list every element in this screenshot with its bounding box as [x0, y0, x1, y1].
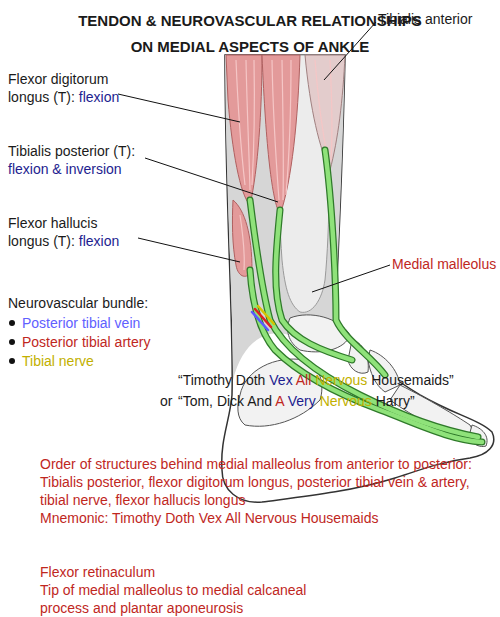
label-text: “Timothy Doth: [178, 372, 265, 388]
label-text: Nervous: [320, 393, 372, 409]
striation-line: [252, 60, 254, 185]
tendons: [250, 150, 482, 442]
fdl-tendon: [250, 200, 478, 437]
label-group: Flexor hallucis longus (T): flexion: [8, 214, 138, 250]
nerve-line: [258, 306, 274, 324]
label-text: Medial malleolus: [392, 256, 496, 272]
label-group: Flexor digitorum longus (T): flexion: [8, 70, 138, 106]
bullet-dot: [9, 339, 15, 345]
label-text: flexion & inversion: [8, 160, 188, 178]
tp-muscle: [262, 55, 300, 215]
muscle-striations: [236, 60, 332, 270]
label-text: Flexor retinaculum: [40, 563, 340, 581]
fdl-muscle: [226, 55, 262, 205]
label-group: Flexor retinaculumTip of medial malleolu…: [40, 563, 340, 617]
label-text: All: [296, 372, 312, 388]
striation-line: [272, 60, 279, 200]
ta-tendon: [325, 150, 385, 375]
label-text: A: [275, 393, 284, 409]
label-group: Neurovascular bundle:: [8, 294, 148, 312]
label-group: Tibial nerve: [22, 352, 94, 370]
calcaneus-bone: [238, 359, 322, 426]
leader-line: [118, 94, 240, 122]
label-text: Housemaids”: [371, 372, 453, 388]
striation-line: [240, 215, 244, 270]
label-group: Order of structures behind medial malleo…: [40, 455, 480, 527]
label-text: Order of structures behind medial malleo…: [40, 455, 480, 473]
fhl-tendon: [250, 270, 482, 442]
tendon-outlines: [250, 150, 482, 442]
neurovascular-bundle: [252, 306, 274, 330]
label-group: “Timothy Doth Vex All Nervous Housemaids…: [178, 371, 454, 389]
label-text: flexion: [79, 233, 119, 249]
label-text: Tibial nerve: [22, 353, 94, 369]
striation-line: [286, 60, 291, 195]
label-text: Tip of medial malleolus to medial calcan…: [40, 581, 340, 617]
ta-tendon-edge: [325, 150, 385, 375]
bullet-dot: [9, 358, 15, 364]
label-text: Tibialis posterior, flexor digitorum lon…: [40, 473, 480, 509]
striation-line: [236, 60, 245, 185]
striation-line: [315, 60, 328, 160]
bullet-dot: [9, 320, 15, 326]
tp-tendon-edge: [276, 210, 352, 360]
label-text: Vex: [269, 372, 292, 388]
bullets: [9, 320, 15, 364]
striation-line: [282, 60, 283, 200]
label-text: flexion: [79, 89, 119, 105]
label-group: Medial malleolus: [392, 255, 496, 273]
tp-tendon: [276, 210, 352, 360]
label-text: or: [160, 393, 172, 409]
label-text: Neurovascular bundle:: [8, 295, 148, 311]
label-text: Posterior tibial artery: [22, 334, 150, 350]
label-group: Tibialis anterior: [378, 10, 472, 28]
leader-line: [145, 158, 278, 202]
leader-lines: [118, 22, 390, 292]
leader-line: [312, 265, 390, 292]
label-group: Tibialis posterior (T):flexion & inversi…: [8, 142, 188, 178]
label-text: Posterior tibial vein: [22, 315, 140, 331]
label-group: Posterior tibial vein: [22, 314, 140, 332]
foot-skin-outline: [222, 55, 494, 502]
label-text: Very: [288, 393, 316, 409]
label-group: or: [160, 392, 172, 410]
fdl-tendon-edge: [250, 200, 478, 437]
label-text: “Tom, Dick And: [178, 393, 272, 409]
label-text: Tibialis anterior: [378, 11, 472, 27]
label-text: Mnemonic: Timothy Doth Vex All Nervous H…: [40, 509, 480, 527]
striation-line: [246, 60, 250, 190]
striation-line: [330, 60, 332, 160]
label-text: Harry”: [376, 393, 415, 409]
leader-line: [138, 238, 240, 262]
label-group: “Tom, Dick And A Very Nervous Harry”: [178, 392, 415, 410]
label-text: Tibialis posterior (T):: [8, 143, 135, 159]
label-text: Nervous: [315, 372, 367, 388]
label-group: Posterior tibial artery: [22, 333, 150, 351]
